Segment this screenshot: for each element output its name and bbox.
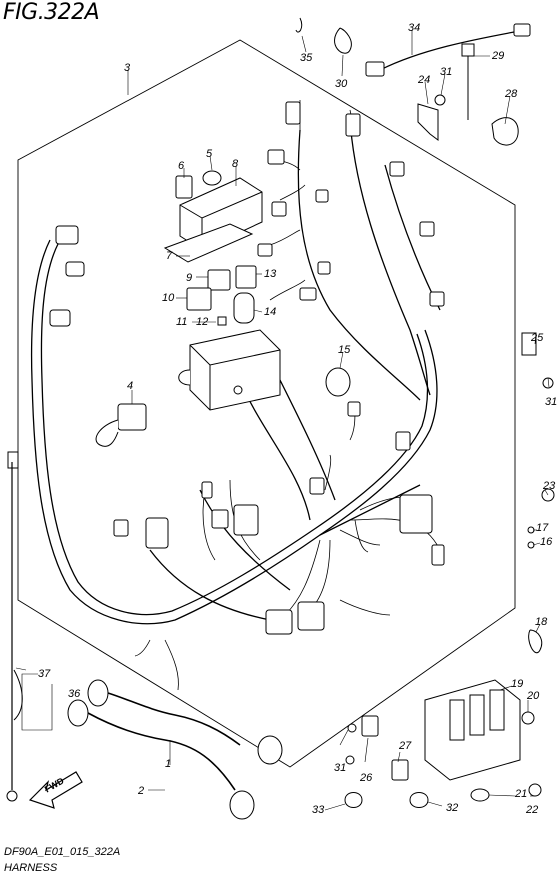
callout-18: 18 [535,616,548,628]
callout-5: 5 [206,148,213,160]
callout-13: 13 [264,268,277,280]
sensor [325,367,351,397]
callout-35: 35 [300,52,313,64]
callout-6: 6 [178,160,185,172]
callout-8: 8 [232,158,239,170]
callout-31: 31 [334,762,347,774]
callout-2: 2 [138,785,145,797]
callout-29: 29 [492,50,505,62]
callout-27: 27 [399,740,412,752]
callout-19: 19 [511,678,524,690]
assembly-frame [17,39,516,768]
fuse-box [163,170,263,263]
callout-7: 7 [166,250,173,262]
top-right-parts [295,17,531,146]
callout-21: 21 [515,788,528,800]
figure-title: FIG.322A [3,0,100,25]
callout-37: 37 [38,668,51,680]
callout-26: 26 [360,772,373,784]
junction-box [178,329,281,411]
callout-36: 36 [68,688,81,700]
callout-17: 17 [536,522,549,534]
callout-30: 30 [335,78,348,90]
callout-3: 3 [124,62,131,74]
callout-4: 4 [127,380,134,392]
harness-lower [67,679,283,820]
callout-22: 22 [526,804,539,816]
right-parts [521,332,555,653]
figure-code: DF90A_E01_015_322A [4,846,121,858]
callout-12: 12 [196,316,209,328]
callout-14: 14 [264,306,277,318]
cap-part [95,403,147,447]
forward-arrow [28,771,83,809]
connectors [49,101,445,635]
callout-1: 1 [165,758,172,770]
callout-11: 11 [176,316,188,328]
callout-10: 10 [162,292,175,304]
bottom-clamps [344,715,429,808]
callout-25: 25 [531,332,544,344]
relays [186,265,257,326]
callout-31: 31 [545,396,558,408]
callout-32: 32 [446,802,459,814]
callout-34: 34 [408,22,421,34]
bracket-assembly [424,679,542,802]
callout-16: 16 [540,536,553,548]
main-harness-trunk [30,119,441,625]
callout-28: 28 [505,88,518,100]
figure-caption: HARNESS [4,862,58,874]
callout-15: 15 [338,344,351,356]
callout-20: 20 [527,690,540,702]
callout-24: 24 [418,74,431,86]
callout-23: 23 [543,480,556,492]
left-lead [6,451,23,802]
callout-9: 9 [186,272,193,284]
callout-33: 33 [312,804,325,816]
callout-31: 31 [440,66,453,78]
leader-lines [15,30,550,811]
